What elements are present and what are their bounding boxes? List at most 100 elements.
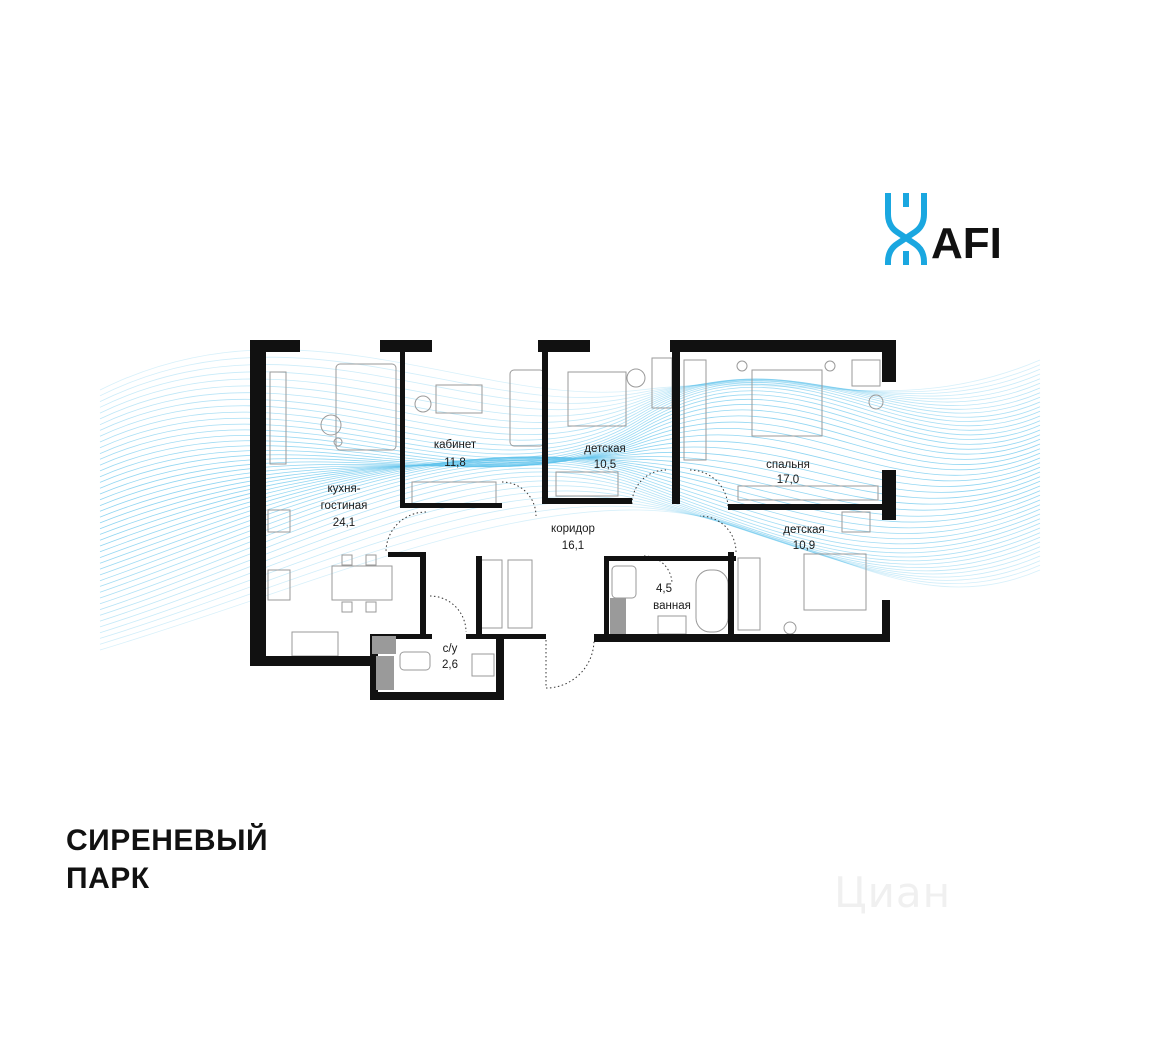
chair (365, 554, 377, 566)
wave-line (99, 459, 1041, 582)
wave-line (99, 378, 1041, 423)
toilet-icon (399, 651, 431, 671)
lamp-icon (736, 360, 748, 372)
door-swing (429, 595, 467, 633)
wave-line (99, 457, 1041, 570)
room-name-kids-2: детская (783, 524, 825, 536)
room-labels: кухня- гостиная 24,1 кабинет 11,8 детска… (321, 439, 825, 671)
wave-decoration (99, 349, 1041, 651)
lamp-icon (824, 360, 836, 372)
cooktop-icon (267, 509, 291, 533)
wall (542, 498, 632, 504)
wave-line (99, 501, 1041, 639)
wave-line (99, 446, 1041, 524)
lamp-icon (783, 621, 797, 635)
wall (420, 552, 426, 638)
door-swing (699, 515, 737, 553)
wall (250, 656, 370, 666)
wave-line (99, 456, 1041, 564)
wave-line (99, 378, 1041, 429)
column (372, 636, 396, 654)
wall (670, 340, 896, 352)
sink-icon (471, 653, 495, 677)
armchair (851, 359, 881, 387)
wave-line (99, 456, 1041, 558)
wave-line (99, 464, 1041, 593)
desk (435, 384, 483, 414)
room-name-kitchen: гостиная (321, 500, 368, 512)
wall (370, 634, 378, 700)
wave-line (99, 456, 1041, 553)
wall (728, 552, 734, 638)
wave-line (99, 451, 1041, 530)
room-name-wc: с/у (443, 643, 458, 655)
room-name-bedroom: спальня (766, 459, 810, 471)
wave-line (99, 434, 1041, 512)
side-table (868, 394, 884, 410)
column (376, 656, 394, 690)
wave-line (99, 379, 1041, 441)
wave-line (99, 490, 1041, 628)
wave-line (99, 415, 1041, 495)
room-area-kitchen: 24,1 (333, 517, 355, 529)
dining-table (331, 565, 393, 601)
wardrobe (507, 559, 533, 629)
afi-logo-text: AFI (931, 219, 1002, 268)
wave-line (99, 480, 1041, 616)
wave-line (99, 378, 1041, 436)
lamp-icon (333, 437, 343, 447)
wave-line (99, 380, 1041, 446)
wave-line (99, 457, 1041, 547)
door-swing (545, 639, 595, 689)
room-area-bathroom: 4,5 (656, 583, 672, 595)
chair (341, 601, 353, 613)
wall (250, 340, 266, 664)
wave-line (99, 378, 1041, 417)
wall (466, 634, 546, 639)
walls (250, 340, 896, 700)
wall (542, 352, 548, 504)
door-swing (689, 469, 729, 509)
wave-line (99, 462, 1041, 587)
wardrobe (555, 471, 619, 497)
toilet-icon (611, 565, 637, 599)
wave-line (99, 386, 1041, 460)
wave-line (99, 356, 1041, 398)
wall (496, 634, 504, 700)
wall (380, 340, 432, 352)
wardrobe (479, 559, 503, 629)
wall (882, 340, 896, 382)
sofa (335, 363, 397, 451)
wave-line (99, 409, 1041, 489)
cian-watermark: Циан (834, 868, 952, 917)
wall (538, 340, 590, 352)
wall (400, 352, 405, 508)
desk (841, 511, 871, 533)
wall (728, 504, 884, 510)
room-name-study: кабинет (434, 439, 477, 451)
afi-logo-mark-icon (884, 193, 928, 266)
project-title: СИРЕНЕВЫЙ ПАРК (66, 822, 268, 898)
chair (341, 554, 353, 566)
wall (400, 503, 502, 508)
room-area-study: 11,8 (444, 457, 466, 469)
afi-logo: AFI (884, 193, 1002, 268)
wardrobe (683, 359, 707, 461)
room-area-corridor: 16,1 (562, 540, 584, 552)
wall (882, 470, 896, 520)
wave-line (99, 485, 1041, 622)
wave-line (99, 421, 1041, 501)
column (610, 598, 626, 634)
tv-unit (269, 371, 287, 465)
bed (803, 553, 867, 611)
wall (882, 600, 890, 640)
wardrobe (737, 557, 761, 631)
double-bed (751, 369, 823, 437)
wall (604, 556, 609, 638)
wave-line (99, 467, 1041, 599)
room-area-kids-2: 10,9 (793, 540, 815, 552)
desk-chair (626, 368, 646, 388)
wave-line (99, 495, 1041, 634)
room-name-kids-1: детская (584, 443, 626, 455)
